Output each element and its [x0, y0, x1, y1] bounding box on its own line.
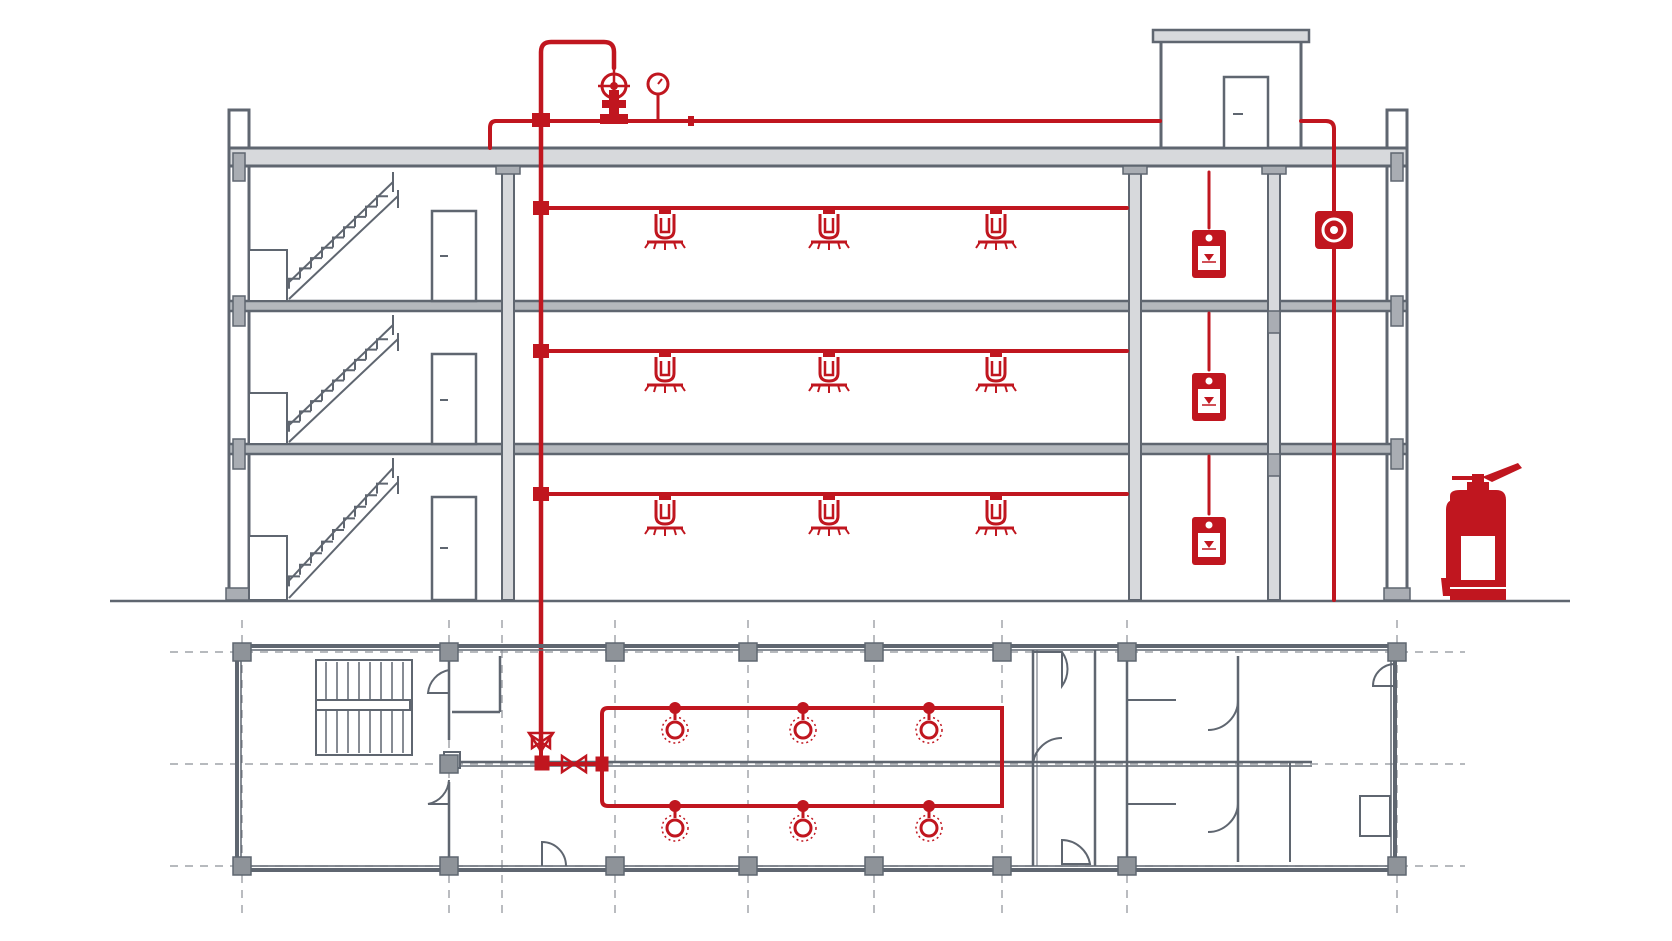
plan-column	[605, 856, 625, 876]
left-wall	[227, 108, 251, 602]
sprinkler-head-icon	[643, 349, 687, 395]
manual-call-point-icon	[1191, 372, 1227, 422]
floor-doors	[430, 209, 478, 602]
roof-slab	[227, 146, 1409, 168]
interior-column-a	[501, 165, 515, 601]
alarm-bell-icon	[1315, 211, 1353, 249]
pressure-gauge-icon	[646, 72, 670, 121]
sprinkler-head-icon	[643, 492, 687, 538]
plan-column	[1117, 856, 1137, 876]
door	[430, 495, 478, 602]
plan-column	[738, 642, 758, 662]
sprinkler-head-icon	[807, 349, 851, 395]
manual-call-point-icon	[1191, 229, 1227, 279]
plan-column	[864, 856, 884, 876]
plan-column	[605, 642, 625, 662]
floor-slab-1	[227, 442, 1409, 456]
sprinkler-head-icon	[643, 206, 687, 252]
plan-stair	[315, 659, 461, 769]
manual-call-point-icon	[1191, 516, 1227, 566]
right-wall	[1385, 108, 1409, 602]
plan-column	[864, 642, 884, 662]
interior-column-c	[1267, 165, 1281, 601]
roof-door	[1222, 75, 1270, 150]
plan-column	[232, 856, 252, 876]
stair-flight	[248, 458, 399, 601]
plan-column	[439, 642, 459, 662]
fire-extinguisher-icon	[1441, 463, 1522, 600]
plan-column	[1117, 642, 1137, 662]
section-view	[110, 28, 1570, 753]
plan-column	[738, 856, 758, 876]
stair-flight	[248, 172, 399, 302]
section-sprinklers	[643, 206, 1018, 538]
plan-sprinklers	[660, 700, 944, 843]
door	[430, 352, 478, 446]
stair-flights	[248, 172, 399, 601]
plan-column	[439, 754, 459, 774]
plan-door-swings	[426, 651, 1396, 867]
door	[430, 209, 478, 303]
floor-slab-2	[227, 299, 1409, 313]
plan-column	[1387, 856, 1407, 876]
plan-column	[992, 856, 1012, 876]
plan-column	[992, 642, 1012, 662]
sprinkler-head-icon	[974, 492, 1018, 538]
sprinkler-head-icon	[974, 349, 1018, 395]
stair-flight	[248, 315, 399, 445]
sprinkler-head-icon	[807, 492, 851, 538]
plan-column	[439, 856, 459, 876]
plan-column	[1387, 642, 1407, 662]
plan-valves	[526, 731, 609, 775]
sprinkler-head-icon	[974, 206, 1018, 252]
plan-view	[170, 620, 1465, 920]
sprinkler-head-icon	[807, 206, 851, 252]
plan-sprinkler-loop	[539, 660, 1004, 808]
interior-column-b	[1128, 165, 1142, 601]
main-control-valve	[598, 70, 630, 124]
plan-column	[232, 642, 252, 662]
